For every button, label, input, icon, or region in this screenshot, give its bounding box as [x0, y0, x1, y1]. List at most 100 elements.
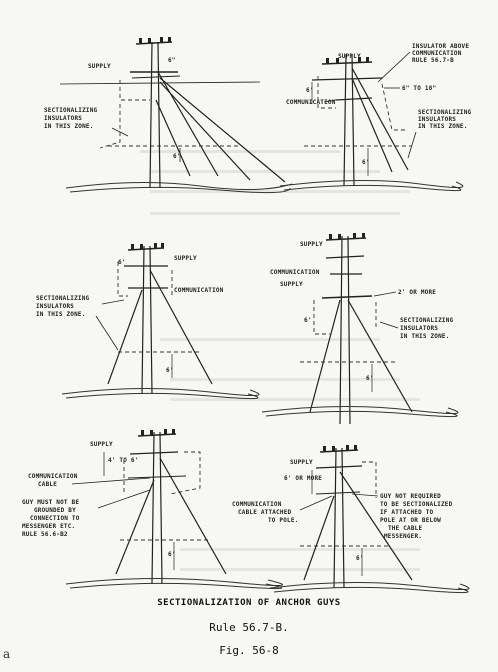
guy-wire	[347, 299, 413, 413]
crossarm-supply	[129, 451, 179, 455]
crossarm-supply	[321, 295, 373, 299]
figure-number: Fig. 56-8	[219, 644, 279, 657]
insulators-top	[329, 233, 365, 239]
dim-6ft-b: 6'	[366, 375, 374, 382]
ground-line	[65, 181, 293, 191]
insulators-top	[131, 243, 164, 249]
label-insulators: INSULATORS	[36, 303, 74, 310]
label-sectionalizing: SECTIONALIZING	[418, 109, 472, 116]
crossarm-supply	[321, 61, 373, 65]
crossarm-top	[319, 449, 359, 453]
figure-title: SECTIONALIZATION OF ANCHOR GUYS	[157, 598, 341, 608]
guy-wire	[155, 99, 191, 177]
crossarm-top	[137, 433, 177, 437]
label-sectionalizing: SECTIONALIZING	[36, 295, 90, 302]
margin-mark: a	[3, 647, 11, 661]
diagram-3: SUPPLY COMMUNICATION SECTIONALIZING INSU…	[36, 243, 260, 400]
insulators-top	[326, 57, 369, 63]
dim-6ft-b: 6'	[362, 159, 370, 166]
crossarm-top	[135, 41, 173, 45]
label-communication-2: COMMUNICATION	[286, 99, 336, 106]
crossarm-supply	[315, 465, 363, 469]
label-communication: COMMUNICATION	[270, 269, 320, 276]
dim-6ft-or-more: 6' OR MORE	[284, 475, 322, 482]
guy-wire	[159, 77, 286, 183]
dim-2ft-or-more: 2' OR MORE	[398, 289, 436, 296]
label-grounded-by: GROUNDED BY	[34, 507, 76, 514]
guy-wire	[157, 71, 219, 177]
label-to-be-sectionalized: TO BE SECTIONALIZED	[380, 501, 453, 508]
insulators-top	[141, 429, 175, 435]
ground-line	[269, 581, 470, 591]
crossarm-top	[127, 247, 165, 251]
label-to-pole: TO POLE.	[268, 517, 299, 524]
messenger-cable	[127, 475, 187, 479]
dim-6ft-a: 6'	[306, 87, 314, 94]
guy-wire	[115, 479, 155, 575]
ground-line	[65, 577, 283, 587]
dim-6in: 6"	[168, 57, 176, 64]
guy-wire	[159, 81, 251, 181]
pole	[149, 41, 161, 189]
label-supply: SUPPLY	[174, 255, 197, 262]
conductor	[59, 81, 261, 85]
diagram-2: SUPPLY INSULATOR ABOVE COMMUNICATION RUL…	[279, 43, 472, 192]
insulators-top	[139, 37, 171, 43]
messenger-cable	[315, 491, 361, 495]
label-in-this-zone: IN THIS ZONE.	[418, 123, 468, 130]
label-supply: SUPPLY	[338, 53, 361, 60]
diagram-4: SUPPLY COMMUNICATION SUPPLY 2' OR MORE S…	[261, 233, 459, 425]
guy-wire	[149, 269, 213, 385]
ground-line	[61, 387, 260, 397]
label-supply: SUPPLY	[90, 441, 113, 448]
label-in-this-zone: IN THIS ZONE.	[400, 333, 450, 340]
label-guy-not-required: GUY NOT REQUIRED	[380, 493, 441, 500]
label-connection-to: CONNECTION TO	[30, 515, 80, 522]
insulators-top	[323, 445, 357, 451]
bleed-through-text	[140, 150, 420, 571]
label-messenger: MESSENGER ETC.	[22, 523, 75, 530]
pole	[333, 447, 345, 589]
ground-line	[279, 179, 464, 189]
dim-6-to-18: 6" TO 18"	[402, 85, 436, 92]
label-if-attached: IF ATTACHED TO	[380, 509, 434, 516]
label-cable: CABLE	[38, 481, 57, 488]
crossarm-communication	[335, 97, 373, 101]
guy-wire	[159, 457, 227, 575]
ground-line	[261, 405, 459, 415]
label-rule: RULE 56.7-B	[412, 57, 454, 64]
diagram-5: SUPPLY 4' TO 6' COMMUNICATION CABLE GUY …	[22, 429, 283, 590]
crossarm-top	[325, 237, 367, 241]
label-guy-must-not: GUY MUST NOT BE	[22, 499, 79, 506]
guy-wire	[309, 299, 341, 413]
label-supply: SUPPLY	[300, 241, 323, 248]
pole	[141, 245, 153, 395]
label-supply: SUPPLY	[88, 63, 111, 70]
label-communication: COMMUNICATION	[232, 501, 282, 508]
guy-wire	[351, 67, 409, 171]
label-rule-56-6: RULE 56.6-B2	[22, 531, 68, 538]
label-communication: COMMUNICATION	[174, 287, 224, 294]
label-communication: COMMUNICATION	[28, 473, 78, 480]
guy-wire	[107, 289, 143, 385]
dim-6ft: 6'	[168, 551, 176, 558]
label-messenger: MESSENGER.	[384, 533, 422, 540]
label-the-cable: THE CABLE	[388, 525, 422, 532]
dim-6ft: 6'	[356, 555, 364, 562]
label-in-this-zone: IN THIS ZONE.	[36, 311, 86, 318]
label-sectionalizing: SECTIONALIZING	[44, 107, 98, 114]
label-cable-attached: CABLE ATTACHED	[238, 509, 292, 516]
guy-wire	[339, 471, 413, 581]
pole	[339, 235, 351, 425]
diagram-1: SUPPLY SECTIONALIZING INSULATORS IN THIS…	[44, 37, 293, 194]
label-sectionalizing: SECTIONALIZING	[400, 317, 454, 324]
guy-wire	[351, 77, 393, 173]
label-insulators: INSULATORS	[418, 116, 456, 123]
label-insulators: INSULATORS	[400, 325, 438, 332]
crossarm-lower	[131, 75, 181, 79]
dim-6ft-b: 6'	[166, 367, 174, 374]
label-in-this-zone: IN THIS ZONE.	[44, 123, 94, 130]
label-supply-2: SUPPLY	[280, 281, 303, 288]
